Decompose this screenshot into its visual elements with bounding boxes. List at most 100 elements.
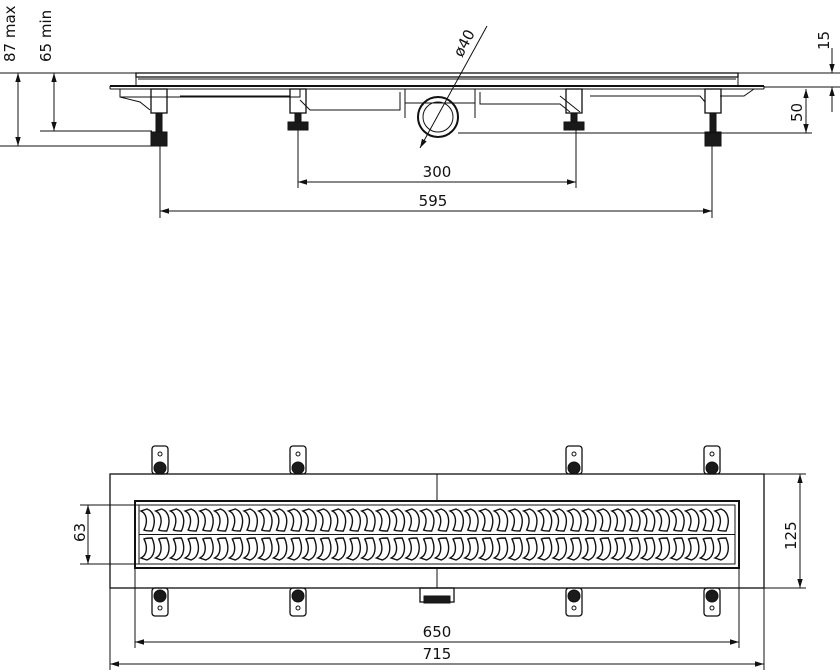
grate-slot — [565, 537, 582, 561]
grate-slot — [698, 508, 715, 532]
grate-slot — [462, 508, 479, 532]
foot-4 — [704, 88, 722, 147]
mounting-lug — [703, 445, 721, 475]
grate-slot — [610, 508, 626, 532]
grate-slot — [551, 508, 568, 532]
mounting-lug — [151, 587, 169, 617]
feet-outer-spacing-label: 595 — [419, 192, 448, 210]
grate-slot — [315, 508, 332, 532]
outlet-pipe — [417, 96, 459, 138]
grate-slot — [139, 537, 155, 561]
grate-slot — [713, 508, 729, 532]
grate-slots — [139, 508, 729, 561]
drain-frame-profile — [109, 72, 765, 90]
grate-slot — [183, 537, 200, 561]
grate-slot — [374, 508, 391, 532]
frame-thickness-label: 15 — [815, 31, 833, 50]
grate-slot — [639, 508, 656, 532]
grate-slot — [168, 508, 185, 532]
grate-slot — [315, 537, 332, 561]
grate-slot — [153, 537, 170, 561]
dimension-frame-thickness: 15 — [738, 31, 840, 112]
grate-slot — [256, 508, 273, 532]
top-view: 63 125 650 715 — [71, 445, 806, 670]
grate-slot — [242, 537, 259, 561]
feet-inner-spacing-label: 300 — [423, 163, 452, 181]
grate-slot — [330, 508, 347, 532]
grate-slot — [595, 508, 612, 532]
grate-slot — [153, 508, 170, 532]
grate-slot — [580, 537, 597, 561]
frame-width-label: 125 — [782, 521, 800, 550]
grate-slot — [242, 508, 259, 532]
side-view: 87 max 65 min ø40 15 50 — [0, 5, 840, 218]
dimension-feet-inner: 300 — [297, 130, 577, 188]
dimension-grate-width: 63 — [71, 504, 139, 565]
grate-slot — [345, 508, 362, 532]
grate-slot — [345, 537, 362, 561]
grate-slot — [448, 537, 465, 561]
grate-slot — [492, 537, 509, 561]
grate-slot — [477, 508, 494, 532]
grate-slot — [139, 508, 155, 532]
grate-slot — [536, 537, 553, 561]
grate-slot — [683, 537, 700, 561]
grate-slot — [610, 537, 626, 561]
grate-slot — [683, 508, 700, 532]
grate-slot — [492, 508, 509, 532]
grate-slot — [713, 537, 729, 561]
outlet-stub — [419, 587, 455, 604]
grate-slot — [168, 537, 185, 561]
mounting-lug — [565, 445, 583, 475]
grate-slot — [521, 537, 538, 561]
grate — [134, 500, 740, 569]
grate-slot — [551, 537, 568, 561]
outlet-height-label: 50 — [788, 103, 806, 122]
adjustable-feet — [150, 88, 722, 147]
dimension-height-max: 87 max — [0, 5, 160, 147]
grate-slot — [404, 537, 420, 561]
grate-slot — [669, 508, 685, 532]
grate-slot — [433, 508, 450, 532]
grate-slot — [301, 508, 317, 532]
grate-slot — [301, 537, 317, 561]
grate-slot — [565, 508, 582, 532]
grate-slot — [448, 508, 465, 532]
dimension-height-min: 65 min — [37, 10, 152, 132]
mounting-lug — [289, 445, 307, 475]
grate-width-label: 63 — [71, 523, 89, 542]
grate-slot — [198, 508, 214, 532]
grate-slot — [389, 508, 406, 532]
frame-length-label: 715 — [423, 645, 452, 663]
grate-slot — [330, 537, 347, 561]
mounting-lug — [703, 587, 721, 617]
grate-slot — [227, 537, 244, 561]
grate-slot — [389, 537, 406, 561]
grate-slot — [507, 508, 523, 532]
outlet-diameter-label: ø40 — [450, 26, 479, 59]
grate-slot — [212, 537, 229, 561]
dimension-frame-width: 125 — [764, 473, 806, 589]
grate-slot — [271, 508, 288, 532]
grate-slot — [286, 508, 303, 532]
foot-2 — [287, 88, 309, 131]
foot-1 — [150, 88, 168, 147]
mounting-lug — [565, 587, 583, 617]
channel-body — [119, 88, 755, 118]
grate-slot — [580, 508, 597, 532]
grate-slot — [271, 537, 288, 561]
grate-slot — [507, 537, 523, 561]
mounting-lug — [289, 587, 307, 617]
grate-slot — [212, 508, 229, 532]
grate-slot — [698, 537, 715, 561]
grate-slot — [256, 537, 273, 561]
dimension-feet-outer: 595 — [159, 146, 713, 218]
grate-slot — [624, 537, 641, 561]
grate-slot — [654, 537, 671, 561]
grate-slot — [639, 537, 656, 561]
grate-slot — [521, 508, 538, 532]
grate-slot — [624, 508, 641, 532]
grate-slot — [227, 508, 244, 532]
grate-slot — [286, 537, 303, 561]
